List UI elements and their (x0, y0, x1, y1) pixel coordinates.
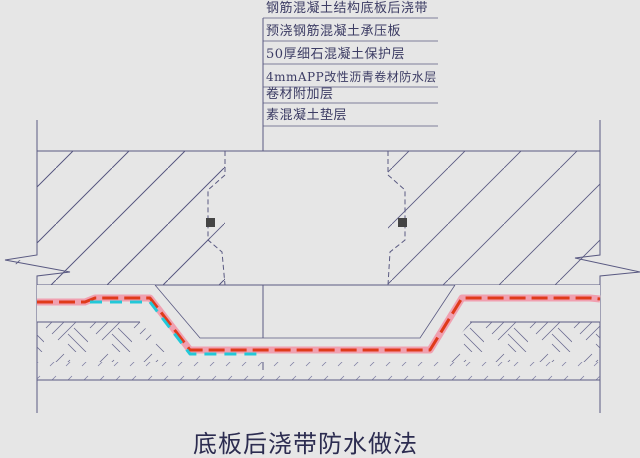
strip-marker-left (206, 218, 215, 227)
cushion-layer (37, 362, 600, 380)
bearing-plate-left (37, 322, 175, 362)
label-additional-layer: 卷材附加层 (266, 87, 334, 102)
waterproof-membrane (37, 294, 601, 356)
drawing-title: 底板后浇带防水做法 (193, 430, 418, 458)
label-cushion: 素混凝土垫层 (266, 108, 348, 123)
label-bearing-plate: 预浇钢筋混凝土承压板 (266, 24, 402, 39)
label-membrane: 4mmAPP改性沥青卷材防水层 (266, 70, 437, 84)
label-protection-layer: 50厚细石混凝土保护层 (266, 47, 406, 62)
structural-slab-right (388, 151, 600, 285)
strip-marker-right (398, 218, 407, 227)
structural-slab-left (5, 151, 225, 285)
post-cast-strip (225, 151, 388, 285)
bearing-plate-right (440, 322, 600, 362)
label-structural-slab: 钢筋混凝土结构底板后浇带 (266, 1, 429, 16)
